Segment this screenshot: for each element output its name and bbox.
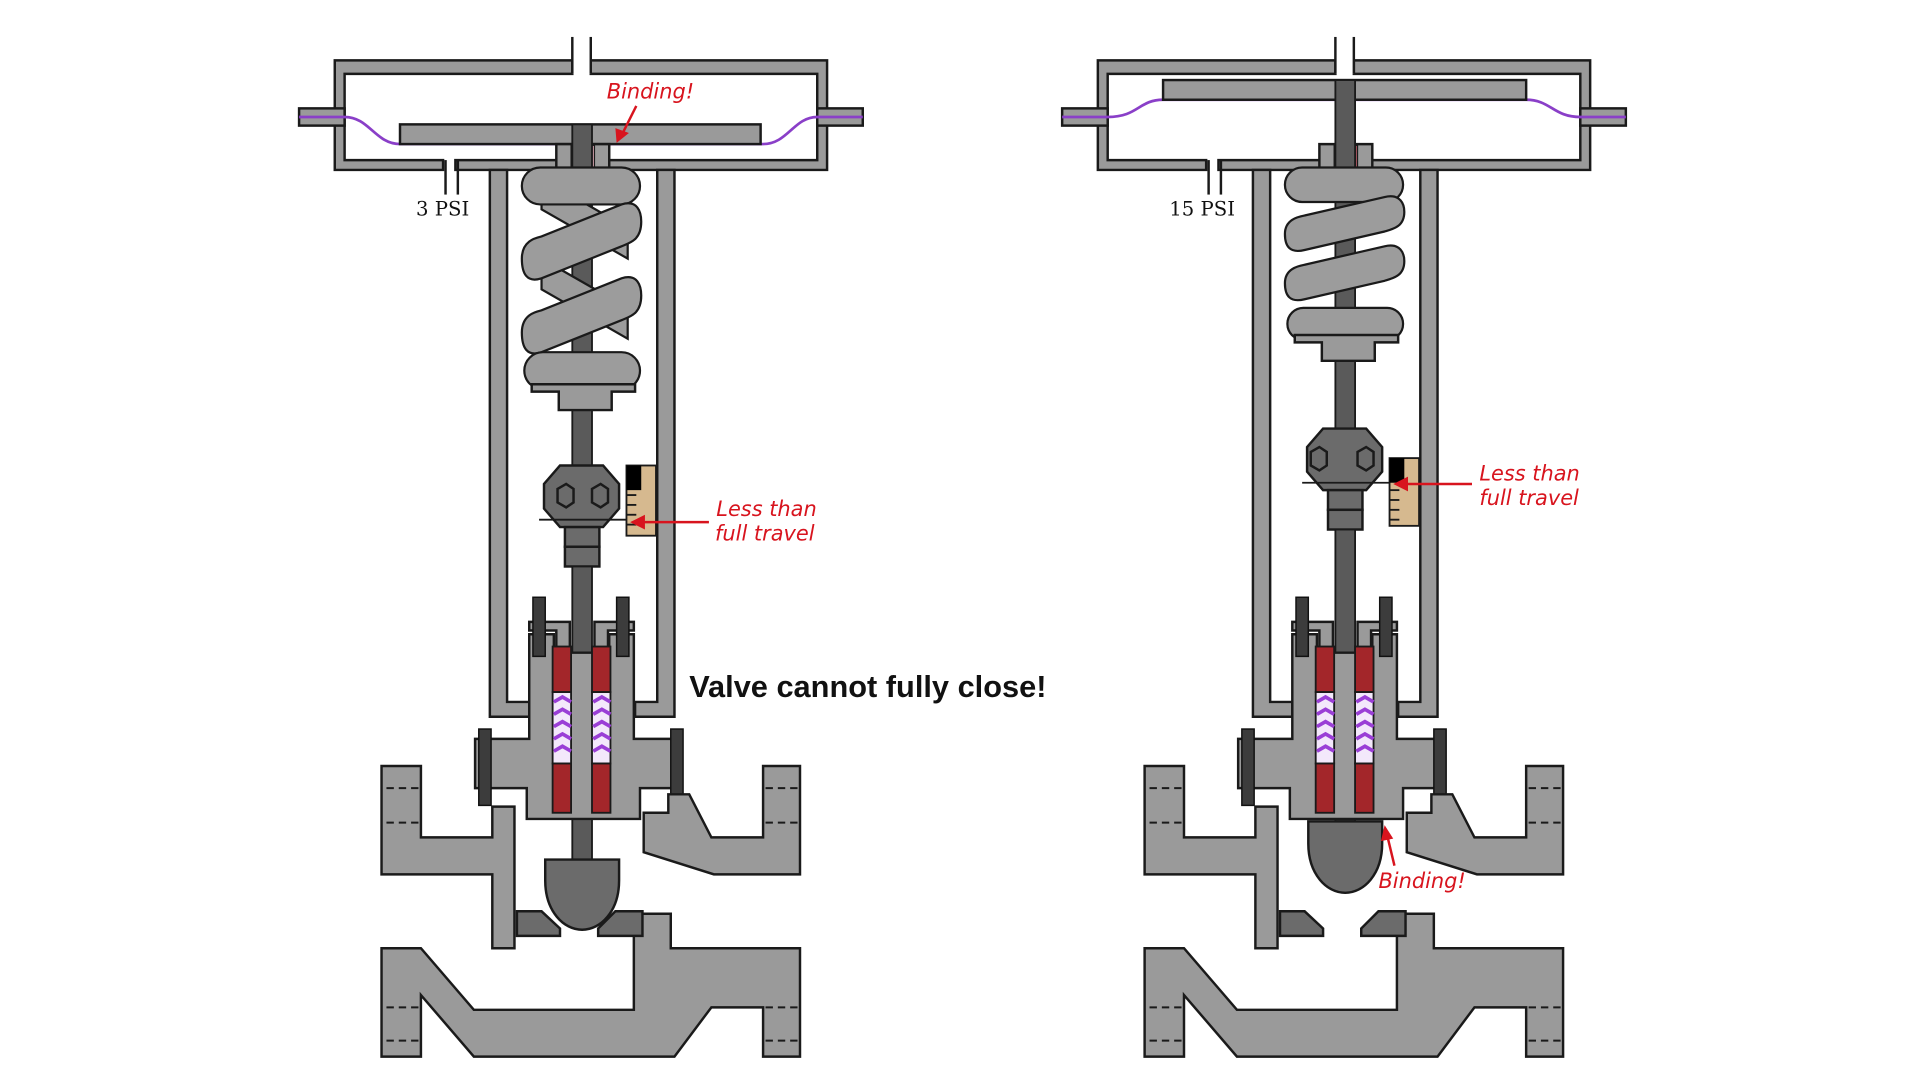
actuator-housing (1060, 36, 1628, 195)
valve-right (1060, 36, 1628, 1058)
travel-label-right-line2: full travel (1479, 486, 1579, 510)
stem-connector (539, 464, 628, 568)
stem-connector (1302, 427, 1391, 531)
spring (520, 166, 643, 412)
travel-label-left-line2: full travel (715, 522, 815, 546)
packing (1314, 645, 1375, 814)
spring (1283, 166, 1406, 363)
packing (551, 645, 612, 814)
bolts (1241, 596, 1447, 807)
signal-pressure-left: 3 PSI (416, 198, 469, 221)
travel-label-left-line1: Less than (716, 497, 816, 521)
valve-plug (1307, 820, 1384, 895)
valve-body (380, 764, 802, 1058)
binding-label-bottom: Binding! (1378, 869, 1465, 893)
binding-arrow-bottom (1385, 834, 1396, 867)
binding-label-top: Binding! (607, 80, 694, 104)
valve-body (1143, 764, 1565, 1058)
caption-valve-cannot-close: Valve cannot fully close! (689, 669, 1046, 704)
binding-arrow-top (620, 105, 638, 137)
bolts (478, 596, 684, 807)
signal-pressure-right: 15 PSI (1169, 198, 1235, 221)
travel-label-right-line1: Less than (1479, 461, 1579, 485)
valve-plug (544, 858, 621, 931)
valve-left (297, 36, 864, 1058)
travel-indicator-scale (1388, 457, 1420, 527)
